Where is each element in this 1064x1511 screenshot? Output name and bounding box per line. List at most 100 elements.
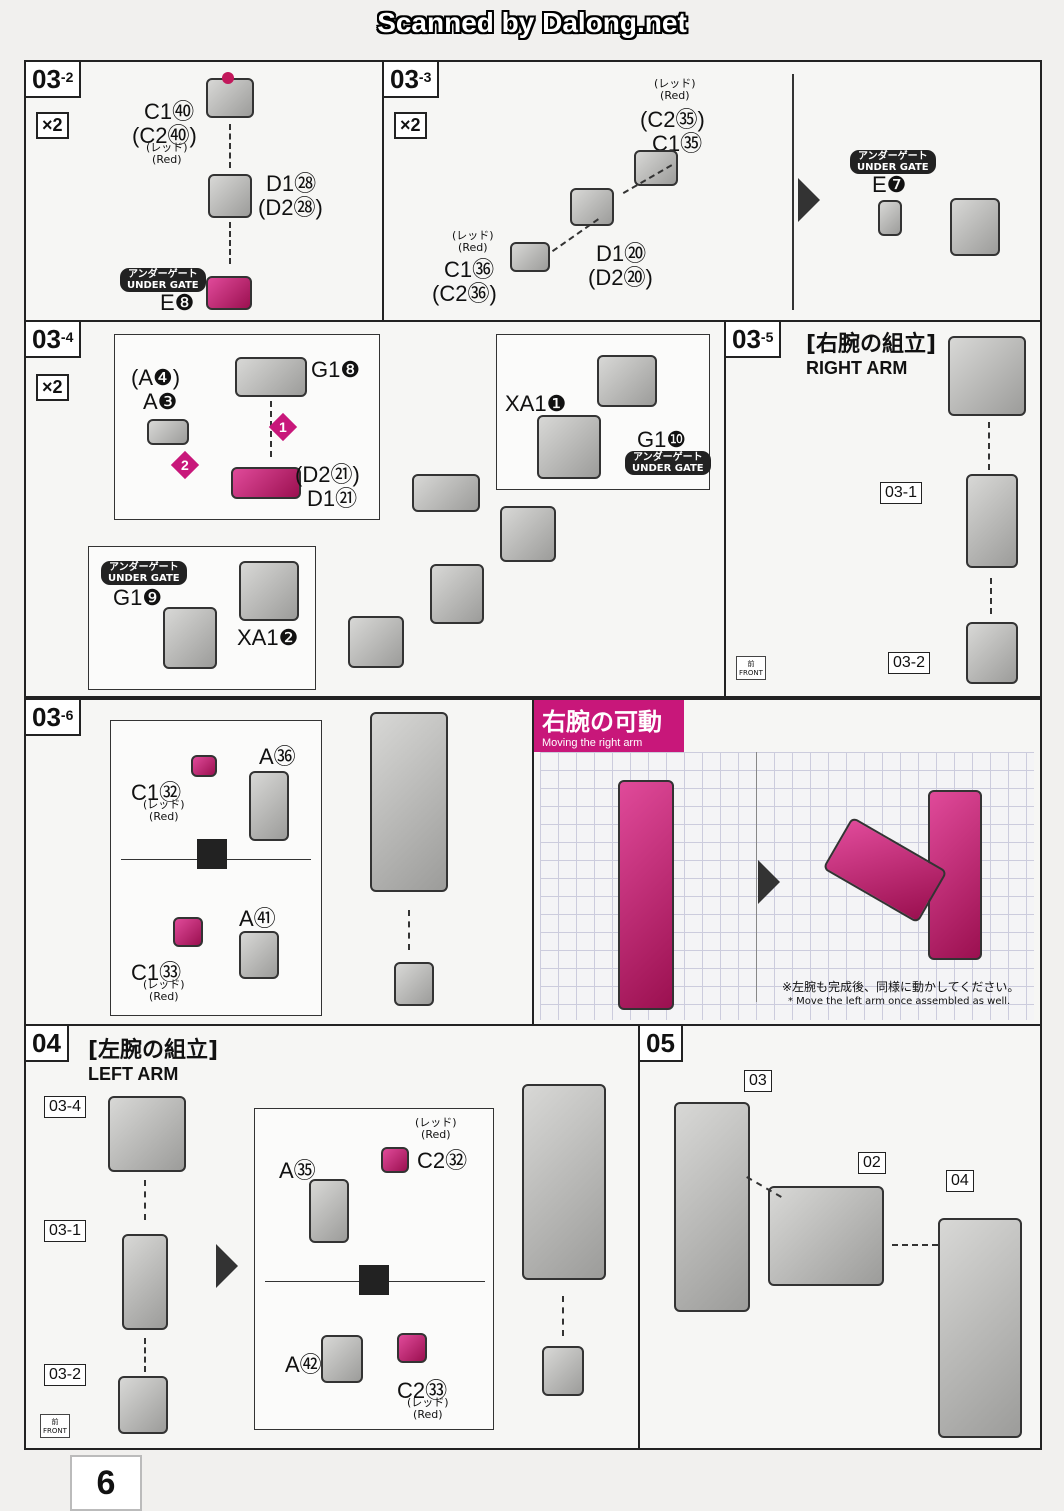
swap-icon — [359, 1265, 389, 1295]
ref-step: 03-2 — [44, 1364, 87, 1386]
step-number: 03-4 — [26, 322, 82, 358]
panel-03-4: 03-4 ×2 (A❹) A❸ G1❽ (D2㉑) D1㉑ 1 2 XA1❶ G… — [24, 320, 726, 698]
part-label: C1㊵ — [144, 99, 195, 124]
swap-icon — [197, 839, 227, 869]
part-e7 — [878, 200, 902, 236]
part-c1-33 — [173, 917, 203, 947]
part-label: C1㉜ — [131, 780, 182, 805]
part-xa1-2 — [239, 561, 299, 621]
ref-step: 02 — [858, 1152, 886, 1174]
red-note: (レッド)(Red) — [452, 229, 494, 254]
part-joint-bottom — [510, 242, 550, 272]
part-c1-32 — [191, 755, 217, 777]
moving-title-en: Moving the right arm — [542, 737, 643, 749]
part-label: (C2㉟) — [640, 107, 705, 132]
divider — [792, 74, 794, 310]
part-top-cover — [412, 474, 480, 512]
part-label: C2㉜ — [417, 1148, 468, 1173]
ref-step: 03-2 — [888, 652, 931, 674]
part-shoulder — [108, 1096, 186, 1172]
part-shoulder-cap — [206, 78, 254, 118]
part-fist — [321, 1335, 363, 1383]
part-label: D1⑳ — [596, 241, 647, 266]
hand-detail-box: (レッド)(Red) A㉟ C2㉜ A㊷ C2㉝ (レッド)(Red) — [254, 1108, 494, 1430]
part-label: C1㊱ — [444, 257, 495, 282]
step-title-jp: [左腕の組立] — [88, 1038, 219, 1063]
part-shoulder — [948, 336, 1026, 416]
part-label: A㊷ — [285, 1352, 322, 1377]
part-label: A㉟ — [279, 1158, 316, 1183]
divider — [756, 752, 757, 1002]
part-joint — [208, 174, 252, 218]
assembly-arrow — [229, 222, 233, 264]
part-label: A㊱ — [259, 744, 296, 769]
step-number: 03-5 — [726, 322, 782, 358]
part-xa1-1-plate — [597, 355, 657, 407]
part-open-hand — [309, 1179, 349, 1243]
part-label: D1㉘ — [266, 171, 317, 196]
page-number: 6 — [70, 1455, 142, 1511]
red-note: (レッド)(Red) — [407, 1396, 449, 1421]
part-label: XA1❷ — [237, 625, 299, 650]
step-number: 03-2 — [26, 62, 82, 98]
part-assembly — [950, 198, 1000, 256]
red-note: (レッド)(Red) — [146, 141, 188, 166]
part-joint-mid — [570, 188, 614, 226]
assembly-arrow — [144, 1338, 146, 1372]
panel-05: 05 03 02 04 — [638, 1024, 1042, 1450]
arm-straight — [618, 780, 674, 1010]
part-torso — [768, 1186, 884, 1286]
panel-03-2: 03-2 ×2 C1㊵ (C2㊵) (レッド)(Red) D1㉘ (D2㉘) ア… — [24, 60, 384, 322]
moving-note-en: * Move the left arm once assembled as we… — [788, 996, 1011, 1007]
part-left-arm — [938, 1218, 1022, 1438]
part-label: (D2㉘) — [258, 195, 323, 220]
part-c2-33 — [397, 1333, 427, 1363]
hand-detail-box: A㊱ C1㉜ (レッド)(Red) A㊶ C1㉝ (レッド)(Red) — [110, 720, 322, 1016]
part-xa1-1 — [537, 415, 601, 479]
step-title-en: RIGHT ARM — [806, 358, 908, 378]
red-note: (レッド)(Red) — [654, 77, 696, 102]
part-hand-bottom — [394, 962, 434, 1006]
next-arrow-icon — [798, 178, 820, 222]
part-label: E❽ — [160, 290, 195, 315]
part-label: (A❹) — [131, 365, 181, 390]
order-badge: 2 — [170, 450, 200, 480]
next-arrow-icon — [216, 1244, 238, 1288]
panel-moving-arm: 右腕の可動 Moving the right arm ※左腕も完成後、同様に動か… — [532, 698, 1042, 1026]
part-elbow — [118, 1376, 168, 1434]
next-arrow-icon — [758, 860, 780, 904]
part-side-cover — [348, 616, 404, 668]
multiplier-badge: ×2 — [394, 112, 427, 139]
step-title-jp: [右腕の組立] — [806, 332, 937, 357]
step-number: 03-6 — [26, 700, 82, 736]
part-label: (D2㉑) — [295, 462, 360, 487]
part-label: (D2⑳) — [588, 265, 653, 290]
red-note: (レッド)(Red) — [415, 1116, 457, 1141]
scan-credit: Scanned by Dalong.net — [377, 7, 687, 38]
assembly-arrow — [408, 910, 410, 950]
part-label: XA1❶ — [505, 391, 567, 416]
panel-03-3: 03-3 ×2 (レッド)(Red) (C2㉟) C1㉟ (レッド)(Red) … — [382, 60, 1042, 322]
part-e8 — [206, 276, 252, 310]
part-label: C2㉝ — [397, 1378, 448, 1403]
part-c2-32 — [381, 1147, 409, 1173]
part-fist — [239, 931, 279, 979]
part-label: A㊶ — [239, 906, 276, 931]
step-number: 04 — [26, 1026, 69, 1062]
part-arm-assembled — [522, 1084, 606, 1280]
assembly-arrow — [229, 124, 233, 168]
step-title-en: LEFT ARM — [88, 1064, 179, 1084]
assembly-arrow — [562, 1296, 564, 1336]
red-note: (レッド)(Red) — [143, 978, 185, 1003]
step-number: 05 — [640, 1026, 683, 1062]
part-shoulder-core — [430, 564, 484, 624]
assembly-arrow — [892, 1244, 938, 1246]
assembly-arrow — [144, 1180, 146, 1220]
